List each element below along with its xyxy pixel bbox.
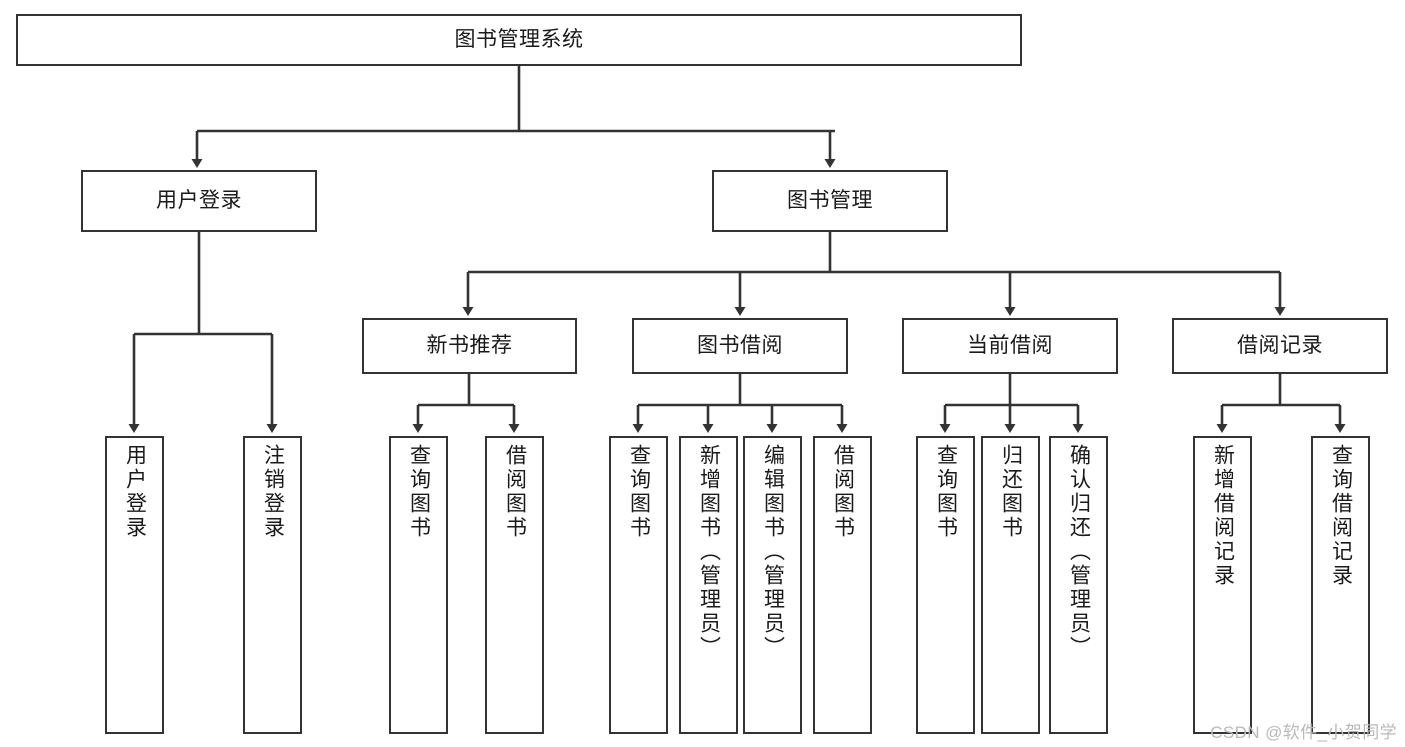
leaf-query-borrow-record[interactable]: 查询借阅记录 (1311, 436, 1370, 734)
node-new-book-recommend[interactable]: 新书推荐 (362, 318, 577, 374)
node-root-label: 图书管理系统 (454, 28, 584, 52)
node-borrow-record[interactable]: 借阅记录 (1172, 318, 1388, 374)
leaf-add-borrow-record-label: 新增借阅记录 (1211, 444, 1235, 588)
leaf-query-borrow-record-label: 查询借阅记录 (1329, 444, 1353, 588)
node-current-borrow-label: 当前借阅 (967, 334, 1053, 358)
node-current-borrow[interactable]: 当前借阅 (902, 318, 1118, 374)
leaf-borrow-book-recommend-label: 借阅图书 (503, 444, 527, 540)
node-borrow-record-label: 借阅记录 (1237, 334, 1323, 358)
leaf-user-login-label: 用户登录 (123, 444, 147, 540)
node-user-login-label: 用户登录 (156, 189, 242, 213)
node-user-login[interactable]: 用户登录 (81, 170, 317, 232)
leaf-return-book-label: 归还图书 (999, 444, 1023, 540)
leaf-edit-book-admin-label: 编辑图书（管理员） (761, 444, 785, 660)
leaf-borrow-book-recommend[interactable]: 借阅图书 (485, 436, 544, 734)
connectors-level2 (128, 232, 1286, 433)
leaf-query-book-borrow-label: 查询图书 (627, 444, 651, 540)
node-book-management[interactable]: 图书管理 (712, 170, 948, 232)
leaf-return-book[interactable]: 归还图书 (981, 436, 1040, 734)
leaf-query-book-current[interactable]: 查询图书 (916, 436, 975, 734)
leaf-confirm-return-admin[interactable]: 确认归还（管理员） (1049, 436, 1108, 734)
node-new-book-recommend-label: 新书推荐 (426, 334, 513, 358)
leaf-query-book-current-label: 查询图书 (934, 444, 958, 540)
leaf-query-book-borrow[interactable]: 查询图书 (609, 436, 668, 734)
leaf-logout-label: 注销登录 (261, 444, 285, 540)
connectors-root (191, 66, 836, 168)
node-book-borrow-label: 图书借阅 (697, 334, 783, 358)
leaf-logout[interactable]: 注销登录 (243, 436, 302, 734)
leaf-borrow-book[interactable]: 借阅图书 (813, 436, 872, 734)
connectors-level3 (412, 374, 1346, 433)
leaf-add-book-admin-label: 新增图书（管理员） (697, 444, 721, 660)
node-book-borrow[interactable]: 图书借阅 (632, 318, 848, 374)
leaf-add-borrow-record[interactable]: 新增借阅记录 (1193, 436, 1252, 734)
node-root[interactable]: 图书管理系统 (16, 14, 1022, 66)
leaf-add-book-admin[interactable]: 新增图书（管理员） (679, 436, 738, 734)
leaf-user-login[interactable]: 用户登录 (105, 436, 164, 734)
leaf-edit-book-admin[interactable]: 编辑图书（管理员） (743, 436, 802, 734)
leaf-borrow-book-label: 借阅图书 (831, 444, 855, 540)
node-book-management-label: 图书管理 (787, 189, 873, 213)
leaf-query-book-recommend[interactable]: 查询图书 (389, 436, 448, 734)
leaf-query-book-recommend-label: 查询图书 (407, 444, 431, 540)
leaf-confirm-return-admin-label: 确认归还（管理员） (1067, 444, 1091, 660)
